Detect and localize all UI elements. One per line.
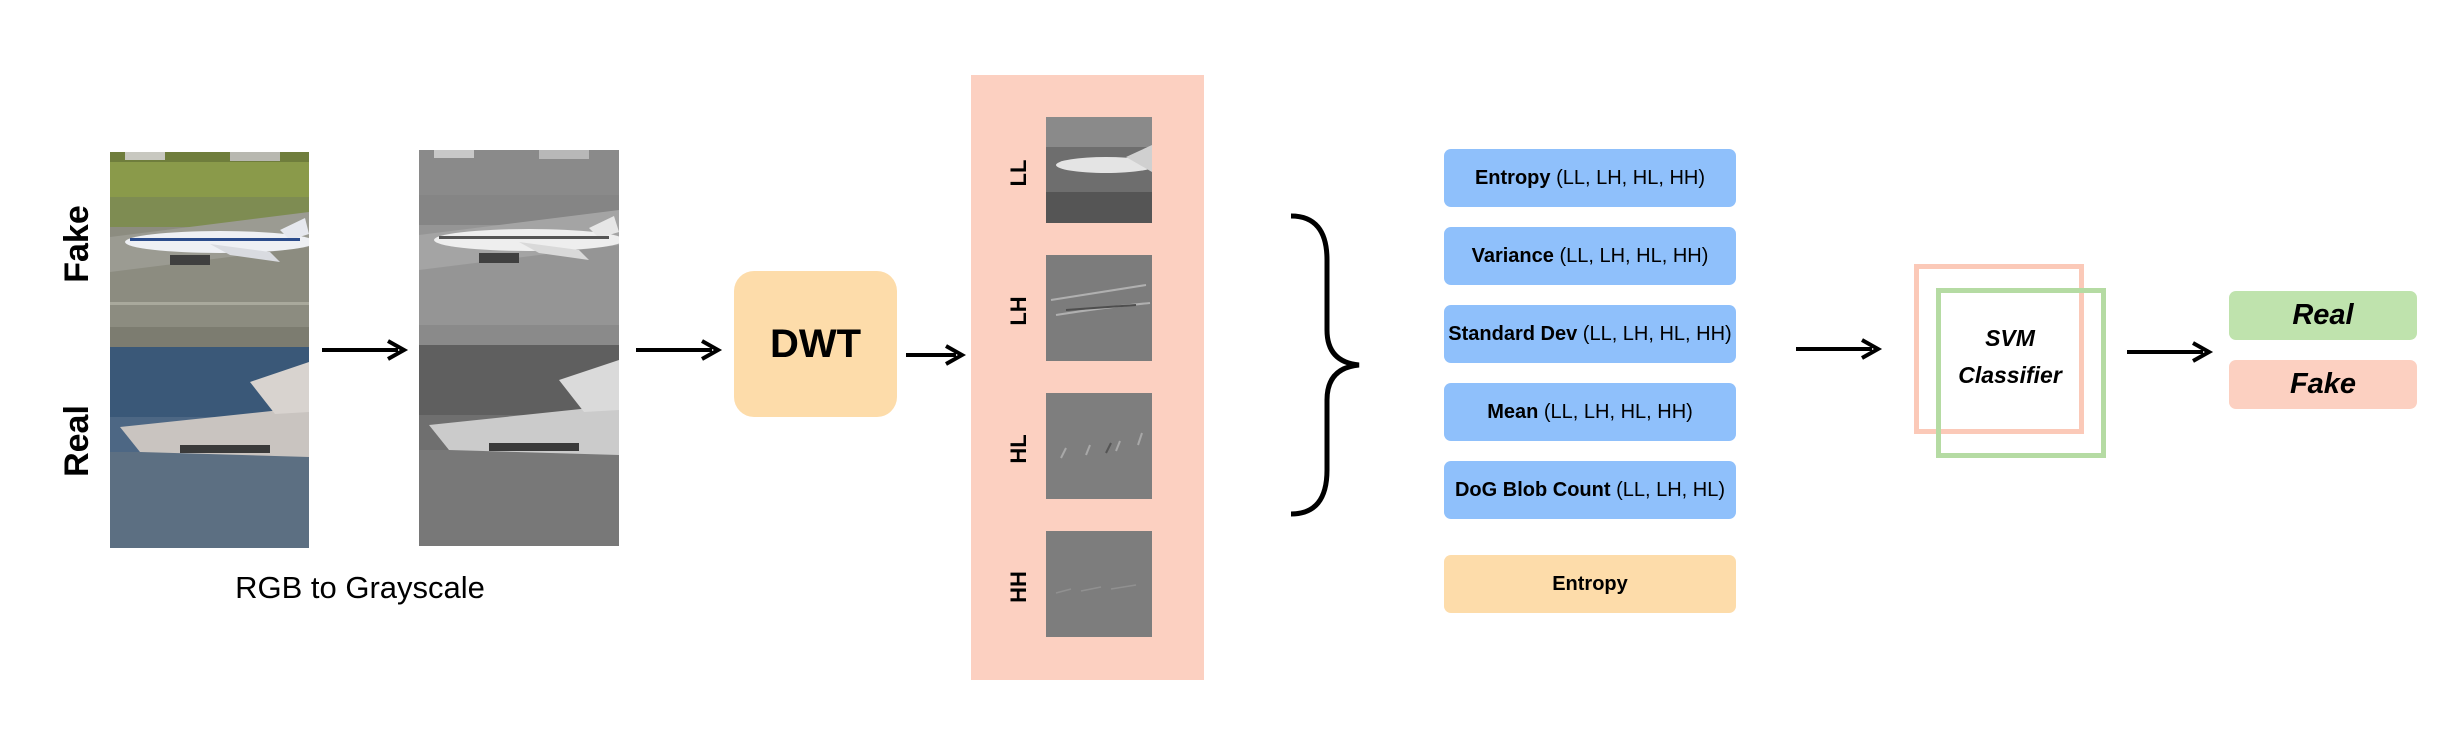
svm-classifier-label: SVM Classifier	[1958, 325, 2062, 388]
subband-label-lh: LH	[1006, 296, 1031, 326]
hl-image-drawing	[1046, 393, 1152, 499]
arrow-to-grayscale	[322, 339, 409, 361]
lh-image-drawing	[1046, 255, 1152, 361]
ll-image-drawing	[1046, 117, 1152, 223]
svm-frame-back	[1914, 264, 2084, 434]
feature-standard-dev: Standard Dev (LL, LH, HL, HH)	[1444, 305, 1736, 363]
fake-side-label: Fake	[58, 205, 96, 283]
subband-label-hl: HL	[1006, 434, 1031, 464]
subband-label-hh: HH	[1006, 571, 1031, 603]
subband-image-hl	[1046, 393, 1152, 499]
feature-dog-blob-count: DoG Blob Count (LL, LH, HL)	[1444, 461, 1736, 519]
output-real: Real	[2229, 291, 2417, 340]
feature-entropy: Entropy (LL, LH, HL, HH)	[1444, 149, 1736, 207]
svm-frame-front	[1936, 288, 2106, 458]
subband-image-hh	[1046, 531, 1152, 637]
arrow-to-dwt	[636, 339, 723, 361]
subband-label-ll: LL	[1006, 159, 1031, 187]
feature-brace	[1290, 213, 1360, 517]
feature-mean: Mean (LL, LH, HL, HH)	[1444, 383, 1736, 441]
hh-image-drawing	[1046, 531, 1152, 637]
feature-variance: Variance (LL, LH, HL, HH)	[1444, 227, 1736, 285]
arrow-to-subbands	[906, 344, 966, 366]
grayscale-caption: RGB to Grayscale	[235, 570, 485, 605]
arrow-to-output	[2127, 341, 2214, 363]
real-side-label: Real	[58, 405, 96, 477]
rgb-airplane-illustration	[110, 152, 309, 548]
dwt-block: DWT	[734, 271, 897, 417]
subband-image-lh	[1046, 255, 1152, 361]
grayscale-airplane-illustration	[419, 150, 619, 546]
output-fake: Fake	[2229, 360, 2417, 409]
grayscale-image	[419, 150, 619, 546]
arrow-to-classifier	[1796, 338, 1883, 360]
rgb-input-image	[110, 152, 309, 548]
feature-entropy-color: Entropy	[1444, 555, 1736, 613]
subband-image-ll	[1046, 117, 1152, 223]
